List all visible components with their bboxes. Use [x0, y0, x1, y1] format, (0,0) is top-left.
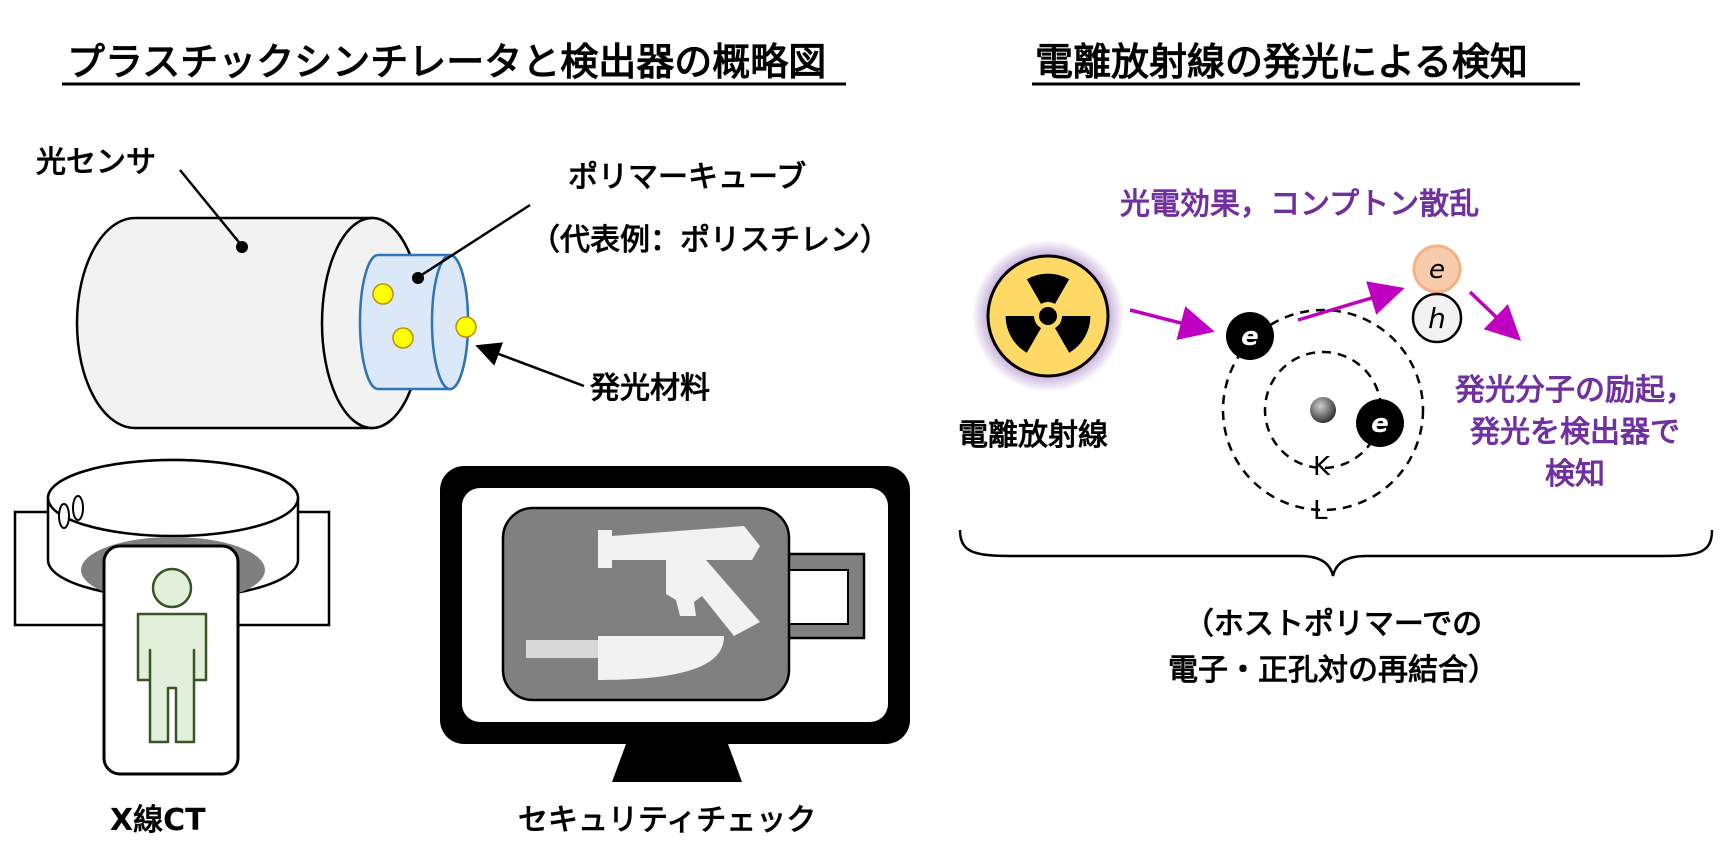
recombination-line-2: 電子・正孔対の再結合）	[1168, 653, 1498, 688]
recombination-line-1: （ホストポリマーでの	[1184, 607, 1482, 642]
left-panel-title: プラスチックシンチレータと検出器の概略図	[67, 40, 826, 84]
nucleus	[1310, 397, 1336, 423]
xray-ct-illustration	[13, 458, 331, 776]
electron-bound: e	[1356, 399, 1404, 447]
security-check-label: セキュリティチェック	[518, 803, 816, 838]
luminescent-material-arrow	[475, 342, 585, 388]
leader-dot	[236, 241, 248, 253]
knife-silhouette	[526, 636, 724, 680]
luminescent-material-label: 発光材料	[589, 371, 710, 406]
radiation-arrow	[1129, 306, 1215, 340]
effects-label: 光電効果，コンプトン散乱	[1120, 187, 1479, 222]
ejection-arrow	[1297, 281, 1405, 322]
luminescent-dot	[372, 283, 394, 305]
hole-symbol: h	[1428, 302, 1446, 335]
excitation-line-1: 発光分子の励起，	[1454, 373, 1695, 408]
right-panel-title: 電離放射線の発光による検知	[1035, 40, 1528, 84]
radiation-icon	[972, 240, 1124, 392]
emission-arrow	[1468, 290, 1522, 341]
light-sensor-label: 光センサ	[36, 145, 156, 180]
excited-electron: e	[1412, 244, 1462, 294]
curly-brace	[958, 529, 1714, 577]
l-shell	[1221, 308, 1425, 512]
polymer-example-label: （代表例：ポリスチレン）	[530, 223, 890, 258]
luminescent-dot	[392, 327, 414, 349]
excitation-line-2: 発光を検出器で	[1469, 415, 1680, 450]
hole: h	[1411, 292, 1463, 344]
light-sensor-leader	[179, 169, 243, 247]
shell-k-label: K	[1313, 452, 1331, 482]
shell-l-label: L	[1313, 496, 1328, 526]
polymer-cube-label: ポリマーキューブ	[568, 160, 806, 195]
leader-dot	[412, 272, 424, 284]
electron-symbol: e	[1429, 255, 1445, 285]
electron-ejected: e	[1226, 312, 1274, 360]
polymer-cube-leader	[419, 203, 531, 278]
luminescent-dot	[455, 316, 477, 338]
ionizing-radiation-label: 電離放射線	[958, 418, 1108, 453]
polymer-cube	[358, 253, 477, 391]
electron-symbol: e	[1241, 322, 1259, 352]
security-monitor-illustration	[440, 466, 910, 782]
electron-symbol: e	[1371, 409, 1389, 439]
person-icon	[136, 567, 208, 744]
gun-silhouette	[598, 526, 760, 636]
xray-ct-label: X線CT	[110, 803, 206, 838]
excitation-line-3: 検知	[1545, 457, 1605, 492]
